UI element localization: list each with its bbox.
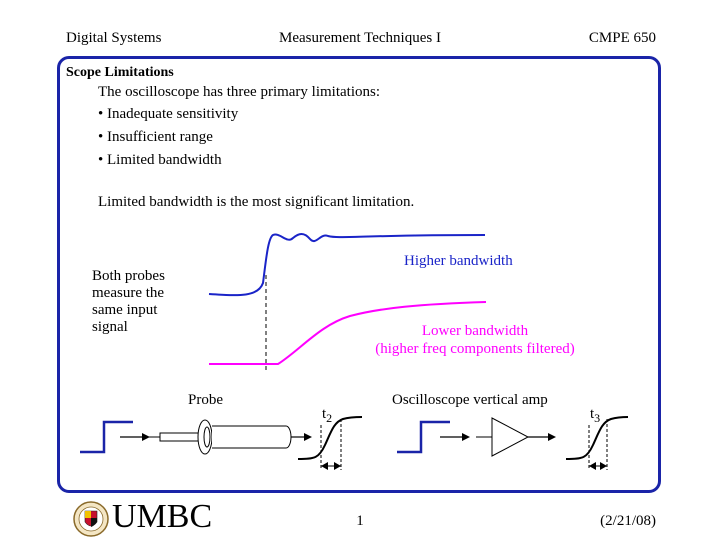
umbc-seal-icon (73, 501, 109, 537)
header-code: CMPE 650 (588, 30, 656, 46)
intro-text: The oscilloscope has three primary limit… (98, 84, 381, 100)
probe-input-step (80, 420, 133, 454)
amp-triangle-icon (491, 417, 530, 457)
amp-output-waveform (565, 416, 629, 460)
t3-arrow-left (589, 462, 596, 470)
amp-output-arrowhead (548, 433, 556, 441)
amp-input-step (397, 420, 450, 454)
probe-input-arrowhead (142, 433, 150, 441)
slide-title: Scope Limitations (66, 65, 174, 80)
probe-output-waveform (297, 416, 363, 460)
t2-arrow-right (334, 462, 341, 470)
t2-label: t2 (322, 406, 332, 425)
probe-output-arrowhead (304, 433, 312, 441)
t3-label: t3 (590, 406, 600, 425)
probe-collar-inner (203, 426, 211, 448)
probes-note: Both probes measure the same input signa… (92, 268, 165, 335)
probe-barrel (212, 425, 292, 449)
bullet-bandwidth: • Limited bandwidth (98, 152, 222, 168)
lower-bandwidth-line1: Lower bandwidth (421, 323, 529, 339)
page-number: 1 (356, 513, 364, 529)
slide-date: (2/21/08) (600, 513, 656, 529)
probe-label: Probe (188, 392, 223, 408)
higher-bandwidth-label: Higher bandwidth (404, 253, 513, 269)
t3-arrow-right (600, 462, 607, 470)
t2-arrow-left (321, 462, 328, 470)
higher-bandwidth-waveform (208, 233, 486, 297)
lower-bandwidth-label: Lower bandwidth (higher freq components … (340, 322, 610, 358)
conclusion-text: Limited bandwidth is the most significan… (98, 194, 415, 210)
bullet-range: • Insufficient range (98, 129, 213, 145)
lower-bandwidth-line2: (higher freq components filtered) (375, 341, 575, 357)
amp-input-arrowhead (462, 433, 470, 441)
lower-bandwidth-waveform (209, 301, 487, 365)
bullet-sensitivity: • Inadequate sensitivity (98, 106, 239, 122)
slide-frame (57, 56, 661, 493)
header-course: Digital Systems (66, 30, 162, 46)
umbc-wordmark: UMBC (112, 498, 213, 535)
probe-shaft (159, 432, 203, 442)
header-topic: Measurement Techniques I (279, 30, 441, 46)
amp-label: Oscilloscope vertical amp (392, 392, 548, 408)
